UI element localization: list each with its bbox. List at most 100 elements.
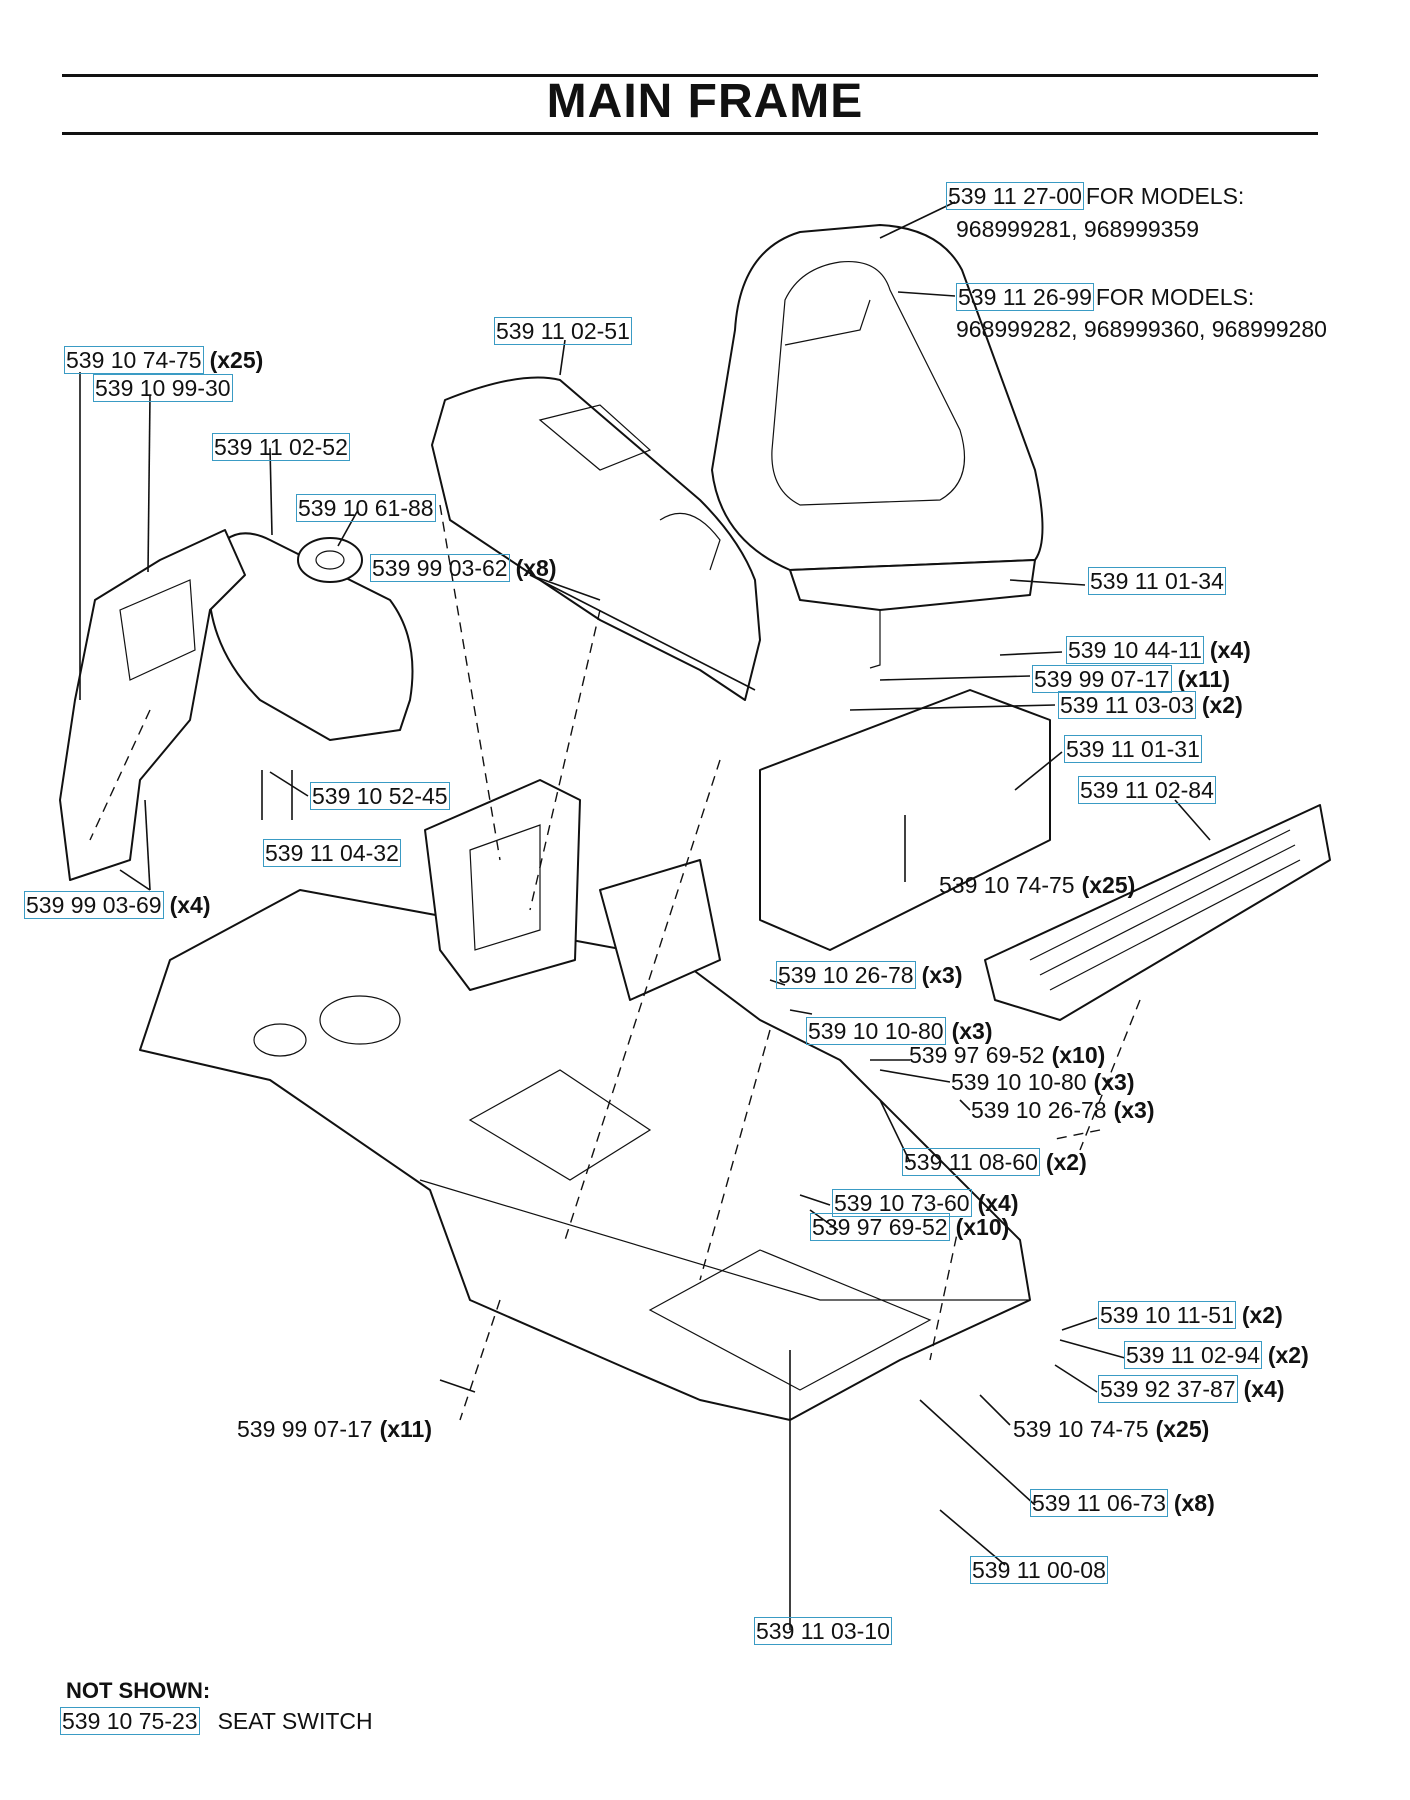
callout-clip-b: 539 10 26-78(x3) <box>970 1097 1154 1123</box>
callout-nut-c: 539 11 06-73(x8) <box>1030 1489 1215 1517</box>
quantity: (x3) <box>1113 1097 1155 1123</box>
callout-foot-rest: 539 11 02-84 <box>1078 776 1216 804</box>
part-number-link[interactable]: 539 11 27-00 <box>946 182 1084 210</box>
part-number-link[interactable]: 539 10 73-60 <box>832 1189 972 1217</box>
seat-b-models: 968999282, 968999360, 968999280 <box>956 316 1327 342</box>
callout-plug: 539 10 11-51(x2) <box>1098 1301 1283 1329</box>
part-number-link[interactable]: 539 10 75-23 <box>60 1707 200 1735</box>
part-number-link[interactable]: 539 10 26-78 <box>776 961 916 989</box>
part-number-link[interactable]: 539 11 01-34 <box>1088 567 1226 595</box>
part-number-link[interactable]: 539 99 03-69 <box>24 891 164 919</box>
callout-screw-a: 539 10 74-75(x25) <box>64 346 264 374</box>
callout-screw-e: 539 10 74-75(x25) <box>1012 1416 1209 1442</box>
part-number-link[interactable]: 539 92 37-87 <box>1098 1375 1238 1403</box>
quantity: (x3) <box>951 1018 993 1044</box>
part-description: SEAT SWITCH <box>217 1708 373 1734</box>
part-number-link[interactable]: 539 11 03-03 <box>1058 691 1196 719</box>
callout-grommet: 539 10 52-45 <box>310 782 450 810</box>
quantity: (x11) <box>1177 666 1231 692</box>
part-number: 539 10 10-80 <box>951 1069 1087 1095</box>
part-number-link[interactable]: 539 11 02-84 <box>1078 776 1216 804</box>
quantity: (x11) <box>379 1416 433 1442</box>
assembly-dash-lines <box>89 504 1141 1421</box>
callout-seat-rail: 539 11 01-34 <box>1088 567 1226 595</box>
part-number-link[interactable]: 539 11 00-08 <box>970 1556 1108 1584</box>
part-number-link[interactable]: 539 10 11-51 <box>1098 1301 1236 1329</box>
part-number-link[interactable]: 539 11 06-73 <box>1030 1489 1168 1517</box>
left-side-panel-drawing <box>59 529 246 881</box>
part-number-link[interactable]: 539 10 61-88 <box>296 494 436 522</box>
quantity: (x8) <box>515 555 557 581</box>
callout-front-plate: 539 11 00-08 <box>970 1556 1108 1584</box>
part-number-link[interactable]: 539 11 02-51 <box>494 317 632 345</box>
quantity: (x10) <box>955 1214 1010 1240</box>
part-number-link[interactable]: 539 11 03-10 <box>754 1617 892 1645</box>
quantity: (x2) <box>1267 1342 1309 1368</box>
part-number-link[interactable]: 539 99 03-62 <box>370 554 510 582</box>
part-number-link[interactable]: 539 10 52-45 <box>310 782 450 810</box>
callout-fuel-fitting: 539 11 04-32 <box>263 839 401 867</box>
part-number: 539 10 74-75 <box>939 872 1075 898</box>
callout-seat-bracket: 539 11 01-31 <box>1064 735 1202 763</box>
part-number-link[interactable]: 539 97 69-52 <box>810 1213 950 1241</box>
part-number-link[interactable]: 539 11 08-60 <box>902 1148 1040 1176</box>
models-note: FOR MODELS: <box>1095 284 1255 310</box>
quantity: (x2) <box>1201 692 1243 718</box>
quantity: (x4) <box>1209 637 1251 663</box>
callout-pin-a: 539 10 10-80(x3) <box>806 1017 993 1045</box>
page-title: MAIN FRAME <box>546 75 864 128</box>
not-shown-item: 539 10 75-23 SEAT SWITCH <box>60 1707 373 1735</box>
quantity: (x4) <box>169 892 211 918</box>
part-number-link[interactable]: 539 11 02-52 <box>212 433 350 461</box>
callout-pin-b: 539 10 10-80(x3) <box>950 1069 1134 1095</box>
quantity: (x10) <box>1051 1042 1106 1068</box>
top-rule <box>62 74 1318 77</box>
seat-a-models: 968999281, 968999359 <box>956 216 1200 242</box>
quantity: (x8) <box>1173 1490 1215 1516</box>
callout-fuel-cap: 539 10 61-88 <box>296 494 436 522</box>
quantity: (x4) <box>1243 1376 1285 1402</box>
battery-tray-drawing <box>424 779 721 1001</box>
part-number-link[interactable]: 539 99 07-17 <box>1032 665 1172 693</box>
part-number-link[interactable]: 539 10 74-75 <box>64 346 204 374</box>
callout-nut-a: 539 99 03-62(x8) <box>370 554 557 582</box>
part-number-link[interactable]: 539 11 01-31 <box>1064 735 1202 763</box>
callout-washer-b: 539 97 69-52(x10) <box>810 1213 1010 1241</box>
callout-washer-c: 539 92 37-87(x4) <box>1098 1375 1285 1403</box>
part-number-link[interactable]: 539 10 10-80 <box>806 1017 946 1045</box>
main-frame-drawing <box>139 889 1031 1421</box>
callout-bracket-a: 539 11 03-03(x2) <box>1058 691 1243 719</box>
callout-nut-b: 539 99 03-69(x4) <box>24 891 211 919</box>
part-number: 539 99 07-17 <box>237 1416 373 1442</box>
part-number: 539 10 74-75 <box>1013 1416 1149 1442</box>
not-shown-heading: NOT SHOWN: <box>66 1678 211 1703</box>
quantity: (x25) <box>1155 1416 1210 1442</box>
quantity: (x2) <box>1241 1302 1283 1328</box>
quantity: (x25) <box>1081 872 1136 898</box>
part-number: 539 10 26-78 <box>971 1097 1107 1123</box>
callout-bushing: 539 11 08-60(x2) <box>902 1148 1087 1176</box>
foot-rest-drawing <box>984 804 1331 1021</box>
callout-knob: 539 10 44-11(x4) <box>1066 636 1251 664</box>
quantity: (x25) <box>209 347 264 373</box>
callout-spacer: 539 10 73-60(x4) <box>832 1189 1018 1217</box>
callout-screw-d: 539 99 07-17(x11) <box>236 1416 432 1442</box>
callout-rear-cover: 539 11 02-51 <box>494 317 632 345</box>
callout-side-panel: 539 10 99-30 <box>93 374 233 402</box>
quantity: (x3) <box>921 962 963 988</box>
part-number-link[interactable]: 539 10 44-11 <box>1066 636 1204 664</box>
part-number-link[interactable]: 539 11 26-99 <box>956 283 1094 311</box>
leader-lines <box>79 201 1211 1630</box>
part-number-link[interactable]: 539 10 99-30 <box>93 374 233 402</box>
callout-washer-a: 539 97 69-52(x10) <box>908 1042 1105 1068</box>
callout-screw-b: 539 99 07-17(x11) <box>1032 665 1231 693</box>
seat-drawing <box>711 224 1044 669</box>
quantity: (x2) <box>1045 1149 1087 1175</box>
part-number-link[interactable]: 539 11 04-32 <box>263 839 401 867</box>
part-number-link[interactable]: 539 11 02-94 <box>1124 1341 1262 1369</box>
callout-screw-c: 539 10 74-75(x25) <box>938 872 1135 898</box>
callout-grommet-b: 539 11 02-94(x2) <box>1124 1341 1309 1369</box>
rear-cover-drawing <box>431 376 761 701</box>
